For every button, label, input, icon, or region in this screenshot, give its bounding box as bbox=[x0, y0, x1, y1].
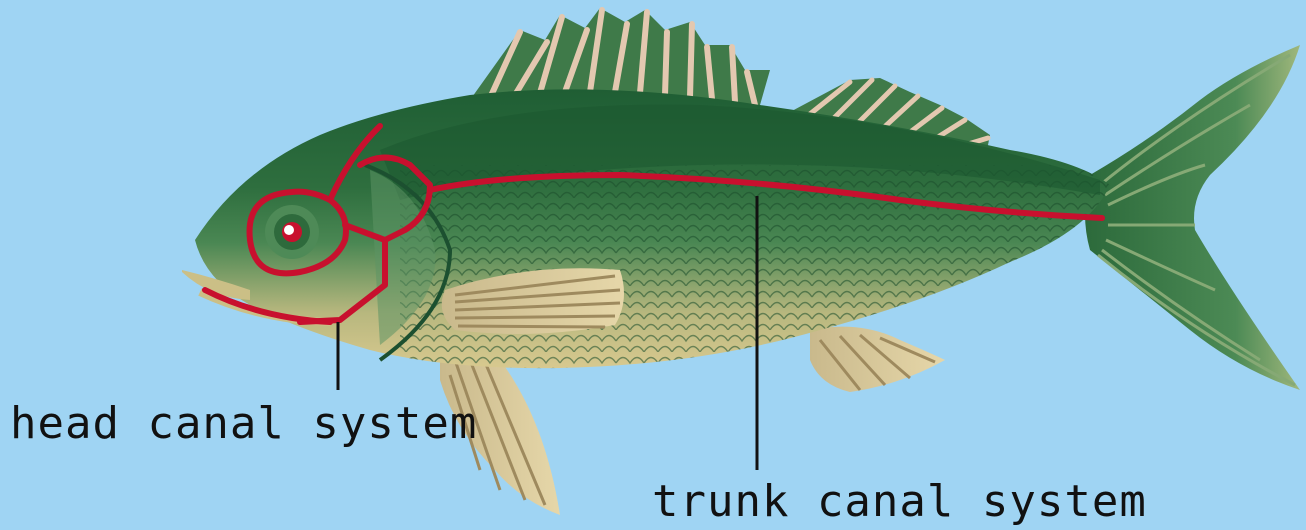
tail-fin bbox=[1085, 45, 1300, 390]
dorsal-fin-front bbox=[470, 8, 770, 105]
trunk-canal-label: trunk canal system bbox=[652, 480, 1147, 524]
anal-fin bbox=[810, 327, 945, 392]
head-canal-label: head canal system bbox=[10, 402, 477, 446]
eye bbox=[265, 205, 319, 259]
